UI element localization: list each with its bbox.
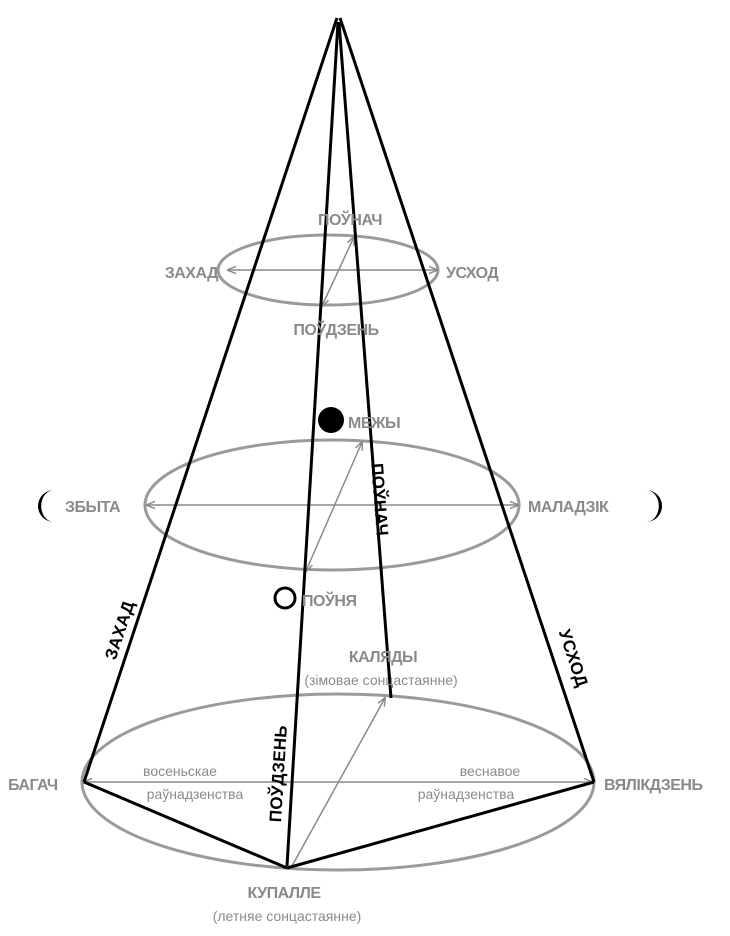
winter-solstice-note: (зімовае сонцастаянне) — [304, 672, 457, 688]
winter-solstice-label: КАЛЯДЫ — [349, 649, 417, 666]
top-east-label: УСХОД — [446, 265, 499, 282]
waxing-moon-icon — [646, 490, 662, 522]
cone-south-label: ПОЎДЗЕНЬ — [265, 724, 291, 822]
top-north-south-arrow — [322, 237, 354, 306]
top-south-label: ПОЎДЗЕНЬ — [293, 319, 378, 339]
autumn-equinox-line1: восеньскае — [143, 763, 217, 779]
autumn-equinox-line2: раўнадзенства — [147, 786, 244, 802]
waxing-moon-label: МАЛАДЗІК — [528, 499, 609, 516]
north-meridian-label: ПОЎНАЧ — [367, 462, 393, 536]
spring-equinox-line2: раўнадзенства — [418, 786, 515, 802]
autumn-point-label: БАГАЧ — [8, 777, 58, 794]
full-moon-label: ПОЎНЯ — [302, 590, 356, 610]
top-north-label: ПОЎНАЧ — [318, 209, 382, 229]
waning-moon-label: ЗБЫТА — [65, 499, 121, 516]
new-moon-icon — [318, 407, 344, 433]
top-west-label: ЗАХАД — [165, 265, 219, 282]
full-moon-icon — [275, 588, 295, 608]
cone-right-edge — [340, 18, 594, 782]
waning-moon-icon — [38, 490, 54, 522]
summer-solstice-label: КУПАЛЛЕ — [248, 885, 322, 902]
middle-full-new-arrow — [306, 442, 362, 571]
spring-point-label: ВЯЛІКДЗЕНЬ — [604, 777, 702, 794]
new-moon-label: МЕЖЫ — [348, 415, 400, 432]
summer-solstice-note: (летняе сонцастаянне) — [213, 908, 362, 924]
spring-equinox-line1: веснавое — [460, 763, 521, 779]
